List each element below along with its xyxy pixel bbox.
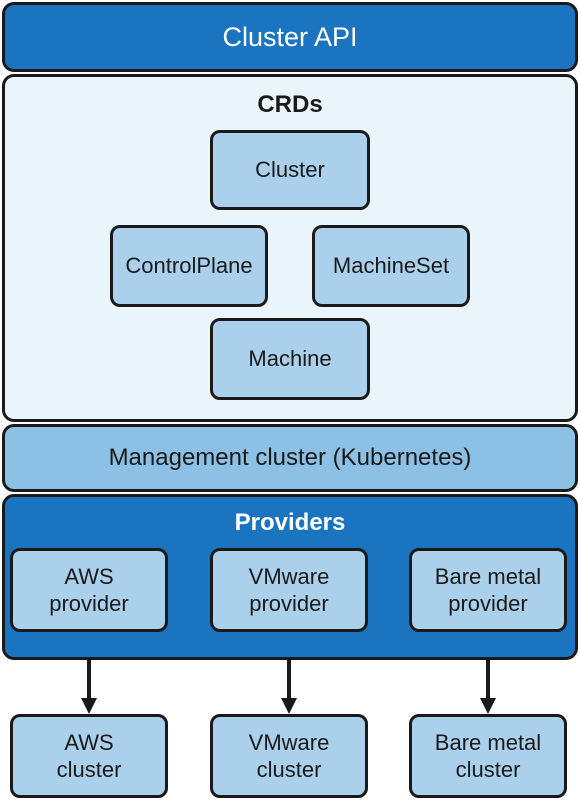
aws-cluster-line1: AWS xyxy=(64,729,114,755)
aws-provider: AWS provider xyxy=(10,548,168,632)
bare-metal-cluster-line1: Bare metal xyxy=(434,729,542,755)
providers-label: Providers xyxy=(234,509,346,536)
vmware-cluster: VMware cluster xyxy=(210,714,368,798)
crd-machineset: MachineSet xyxy=(312,225,470,307)
aws-cluster-line2: cluster xyxy=(56,757,122,782)
bare-metal-provider-line1: Bare metal xyxy=(434,563,542,589)
vmware-cluster-line1: VMware xyxy=(248,729,330,755)
vmware-cluster-line2: cluster xyxy=(256,757,322,782)
cluster-api-title-bar: Cluster API xyxy=(2,2,578,72)
vmware-provider-line2: provider xyxy=(249,591,329,616)
crds-label: CRDs xyxy=(257,91,323,118)
crd-cluster: Cluster xyxy=(210,130,370,210)
management-cluster-label: Management cluster (Kubernetes) xyxy=(108,444,472,471)
crd-machine: Machine xyxy=(210,318,370,400)
aws-provider-line2: provider xyxy=(49,591,129,616)
vmware-provider-line1: VMware xyxy=(248,563,330,589)
arrow-aws xyxy=(81,660,97,714)
bare-metal-cluster-line2: cluster xyxy=(455,757,521,782)
vmware-provider: VMware provider xyxy=(210,548,368,632)
aws-provider-line1: AWS xyxy=(64,563,114,589)
bare-metal-provider: Bare metal provider xyxy=(409,548,567,632)
arrow-vmware xyxy=(281,660,297,714)
aws-cluster: AWS cluster xyxy=(10,714,168,798)
cluster-api-title: Cluster API xyxy=(222,21,358,52)
bare-metal-cluster: Bare metal cluster xyxy=(409,714,567,798)
arrow-bare-metal xyxy=(480,660,496,714)
bare-metal-provider-line2: provider xyxy=(448,591,528,616)
crd-controlplane: ControlPlane xyxy=(110,225,268,307)
management-cluster-band: Management cluster (Kubernetes) xyxy=(2,424,578,492)
